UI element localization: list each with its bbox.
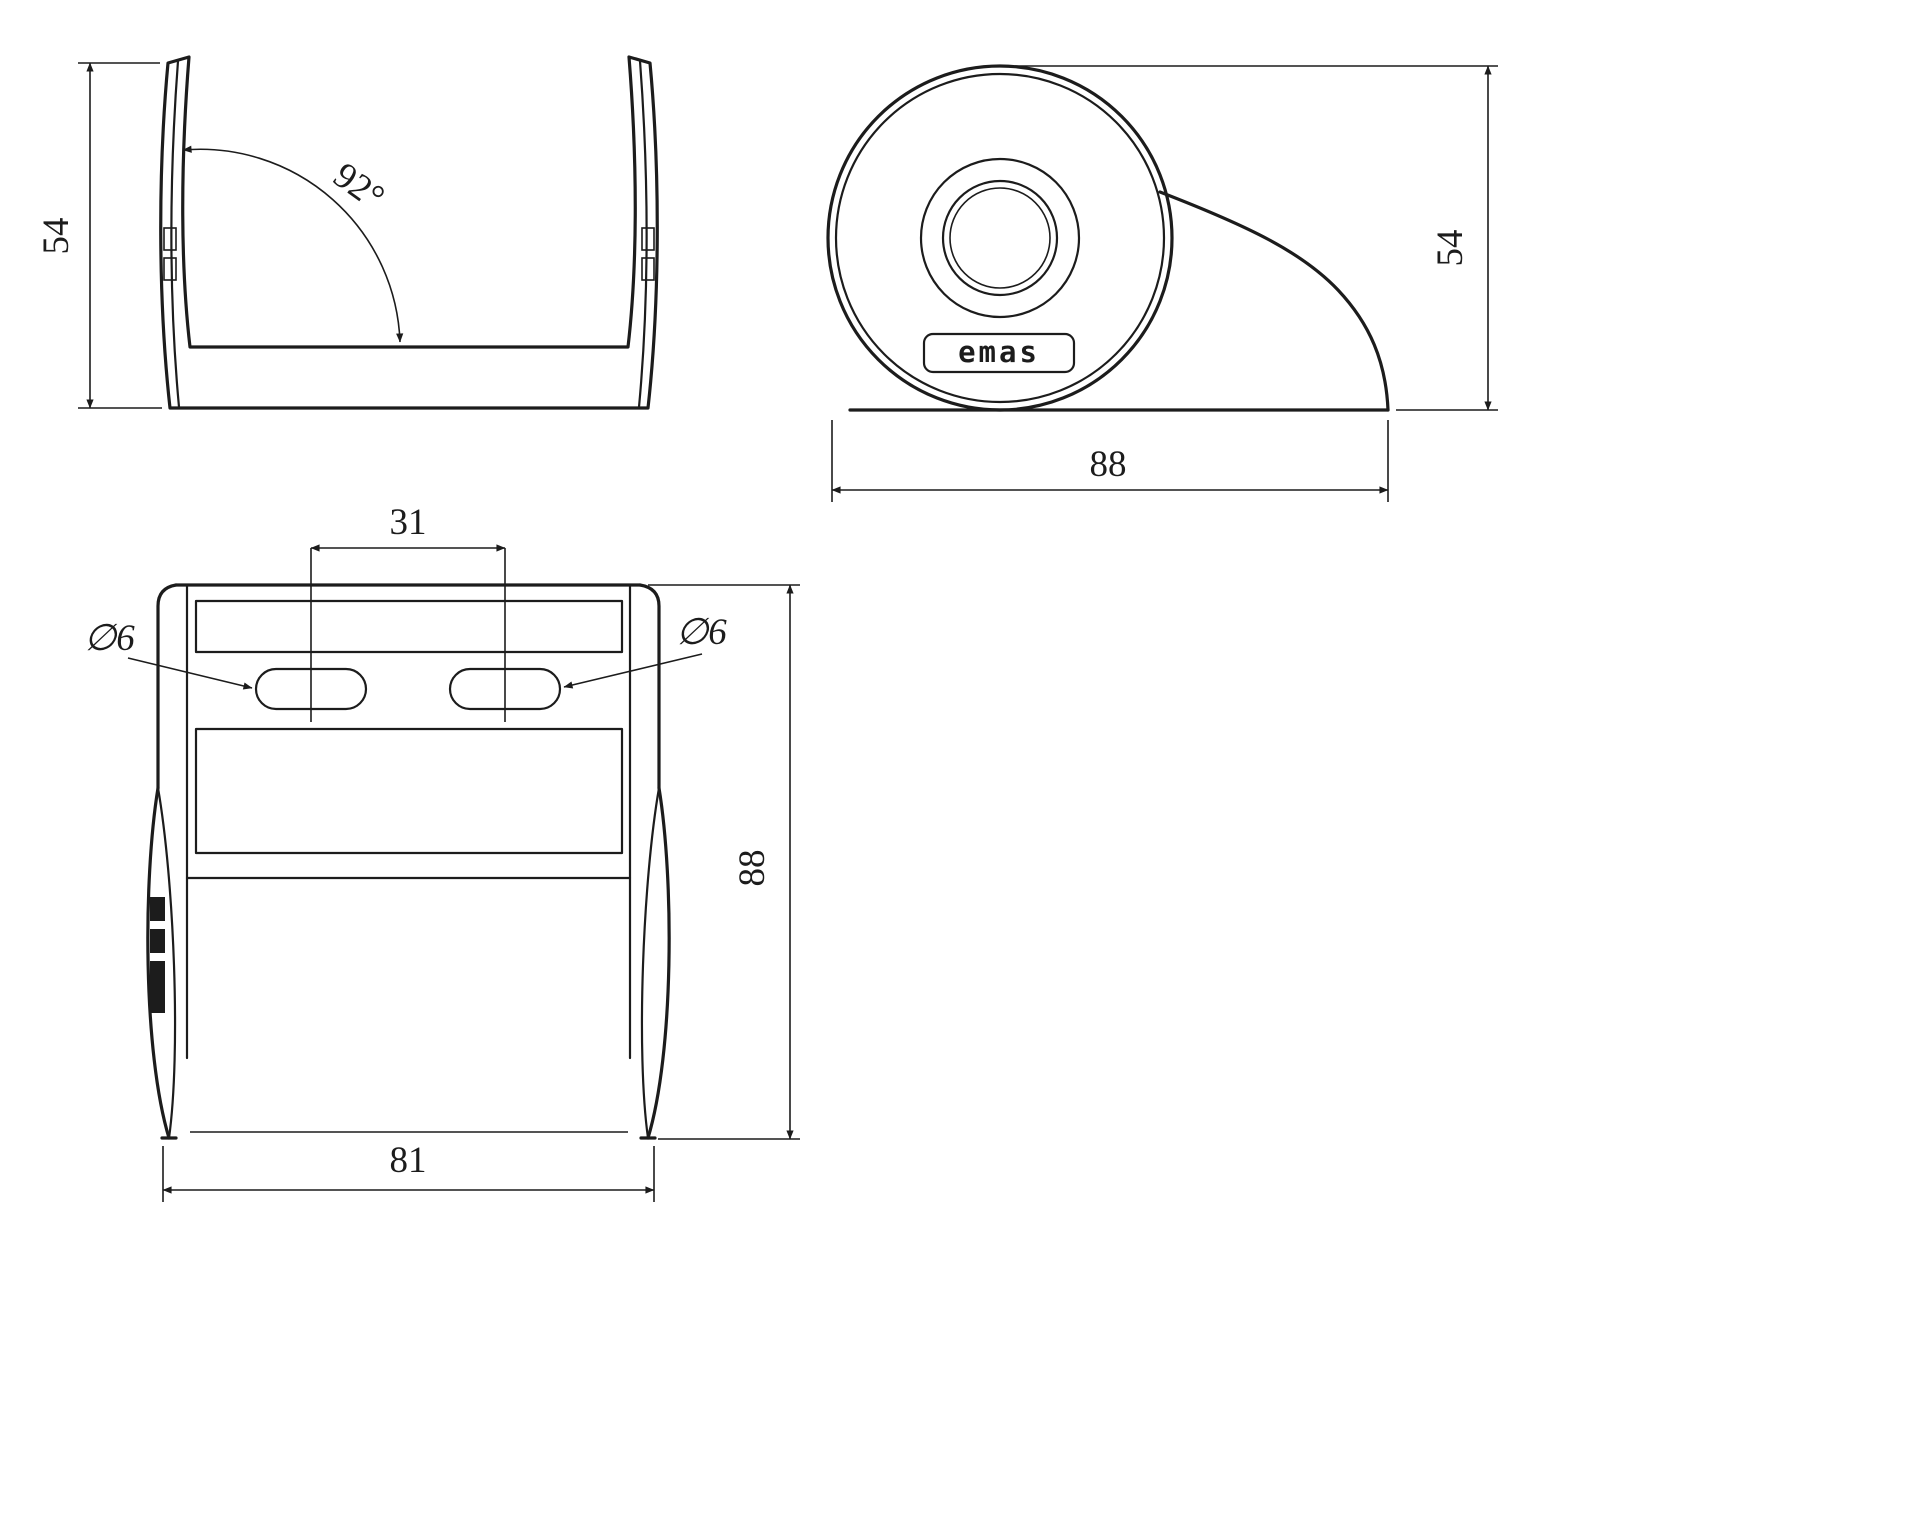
angle-arc bbox=[182, 145, 404, 343]
front-height-label: 54 bbox=[36, 218, 77, 255]
hinge-pin-mark bbox=[150, 897, 165, 921]
hinge-pin-mark bbox=[150, 961, 165, 1013]
top-slot-pitch-label: 31 bbox=[390, 502, 427, 543]
top-dia-right-label: ∅6 bbox=[676, 612, 727, 653]
leader-line bbox=[127, 657, 253, 690]
top-width-label: 81 bbox=[390, 1140, 427, 1181]
leader-line bbox=[563, 653, 703, 689]
top-height-label: 88 bbox=[732, 850, 773, 887]
front-part-outline bbox=[159, 55, 659, 410]
left-flange-outer-arc bbox=[146, 786, 171, 1140]
lower-recess-panel bbox=[194, 727, 624, 855]
upper-recess-panel bbox=[194, 599, 624, 654]
roller-bore-circle-inner bbox=[949, 187, 1051, 289]
roller-bore-circle bbox=[941, 179, 1059, 297]
roller-hub-circle bbox=[919, 157, 1081, 319]
front-right-plate-line bbox=[637, 59, 648, 409]
front-angle-label: 92° bbox=[326, 155, 392, 219]
top-left-edge bbox=[156, 583, 178, 790]
front-left-plate-line bbox=[170, 59, 181, 409]
top-right-edge bbox=[638, 583, 661, 790]
top-view: 31 ∅6 ∅6 88 81 bbox=[84, 502, 800, 1202]
front-view: 54 92° bbox=[36, 55, 659, 410]
left-flange-inner-arc bbox=[156, 786, 177, 1140]
top-dia-left-label: ∅6 bbox=[84, 618, 135, 659]
right-flange-outer-arc bbox=[646, 786, 671, 1140]
roller-outer-circle-inner bbox=[834, 72, 1166, 404]
front-left-hinge-mark bbox=[163, 227, 177, 251]
hinge-pin-mark bbox=[150, 929, 165, 953]
side-foot-profile bbox=[1158, 190, 1390, 412]
side-width-label: 88 bbox=[1090, 444, 1127, 485]
right-flange-inner-arc bbox=[640, 786, 661, 1140]
front-right-hinge-mark bbox=[641, 227, 655, 251]
front-left-hinge-mark bbox=[163, 257, 177, 281]
emas-logo-frame bbox=[922, 332, 1076, 374]
side-height-label: 54 bbox=[1430, 230, 1471, 267]
side-view: emas 54 88 bbox=[826, 64, 1498, 502]
emas-logo: emas bbox=[958, 335, 1040, 369]
front-right-hinge-mark bbox=[641, 257, 655, 281]
